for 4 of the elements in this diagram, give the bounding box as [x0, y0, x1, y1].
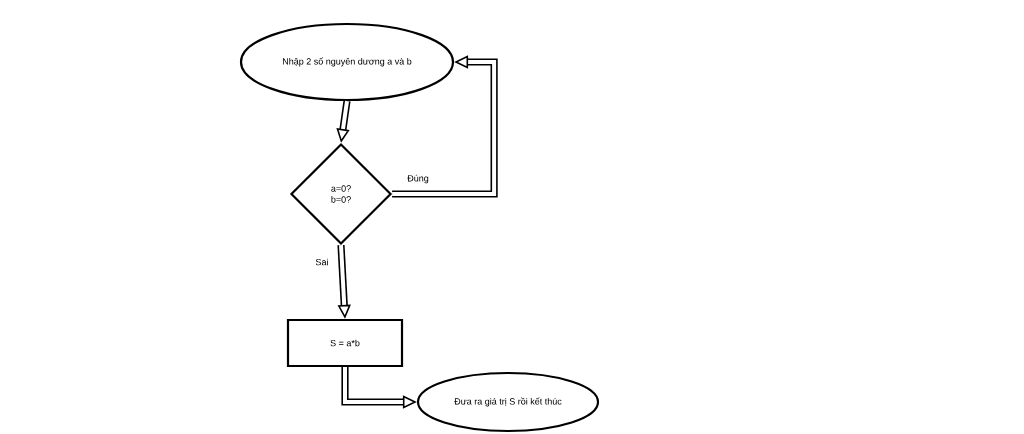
- edge-label: Đúng: [406, 173, 430, 185]
- edge-label: Sai: [314, 257, 330, 267]
- process-box: S = a*b: [286, 318, 404, 368]
- arrow: [392, 55, 498, 198]
